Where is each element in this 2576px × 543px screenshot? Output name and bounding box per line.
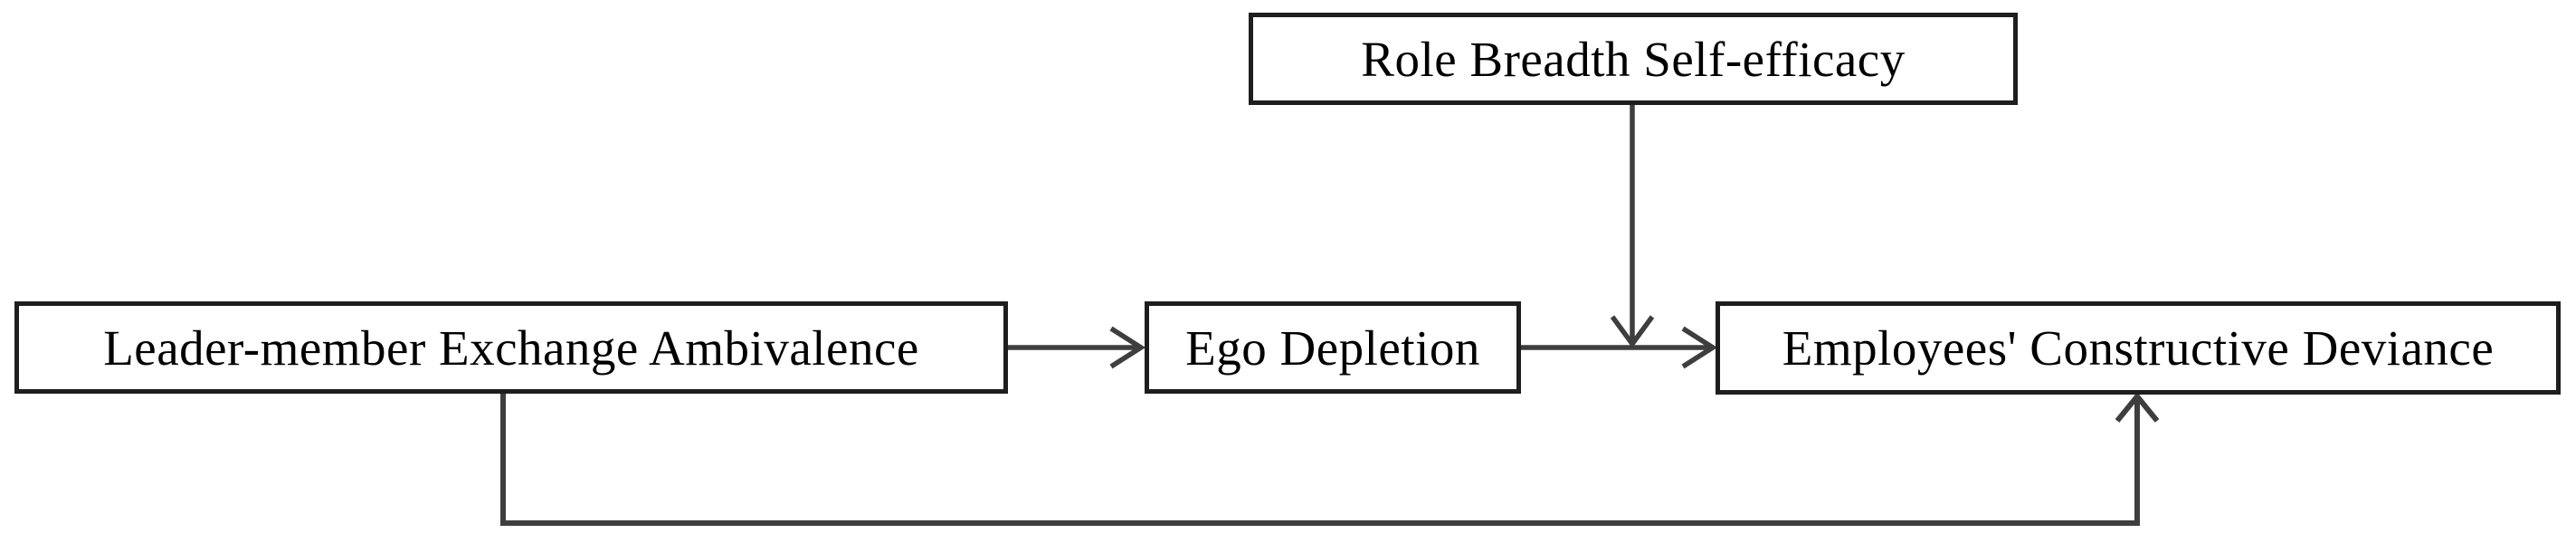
moderation-arrow-rbse xyxy=(1610,105,1655,348)
node-role-breadth-self-efficacy: Role Breadth Self-efficacy xyxy=(1249,13,2018,105)
node-label-employees-constructive-deviance: Employees' Constructive Deviance xyxy=(1782,320,2495,376)
arrow-lmx-to-ego-depletion xyxy=(1008,326,1146,369)
node-label-role-breadth-self-efficacy: Role Breadth Self-efficacy xyxy=(1361,31,1906,87)
node-label-leader-member-exchange-ambivalence: Leader-member Exchange Ambivalence xyxy=(103,319,919,376)
node-leader-member-exchange-ambivalence: Leader-member Exchange Ambivalence xyxy=(14,301,1008,394)
arrow-ego-depletion-to-constructive-deviance xyxy=(1521,326,1718,369)
node-label-ego-depletion: Ego Depletion xyxy=(1185,319,1480,376)
node-ego-depletion: Ego Depletion xyxy=(1145,301,1521,394)
direct-path-lmx-to-constructive-deviance xyxy=(500,392,2160,526)
node-employees-constructive-deviance: Employees' Constructive Deviance xyxy=(1716,301,2561,395)
